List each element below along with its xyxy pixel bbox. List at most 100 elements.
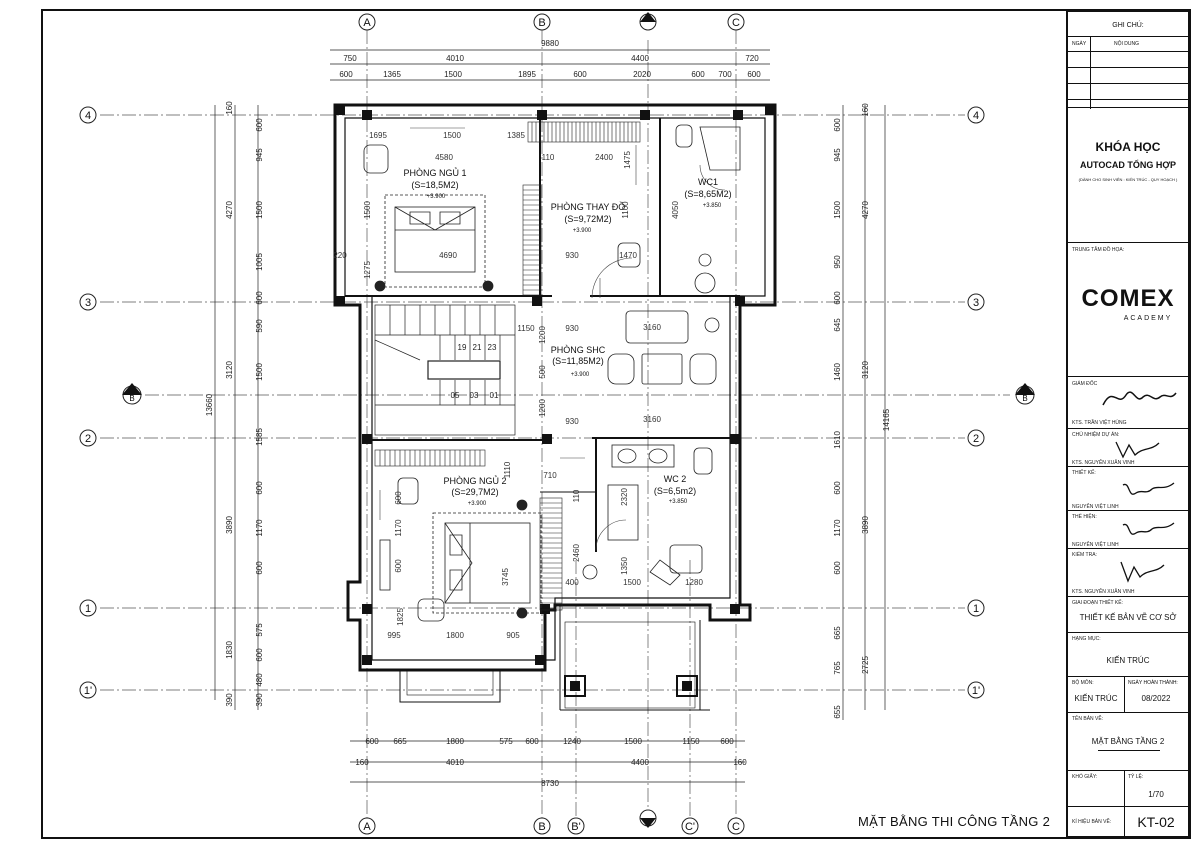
int-dim-23: 110 [572, 489, 581, 502]
int-dim-35: 600 [394, 491, 403, 505]
dim-top-d: 720 [745, 54, 759, 63]
dim-ri-4: 950 [833, 255, 842, 269]
dim-bot1-9: 600 [720, 737, 734, 746]
phase-label: GIAI ĐOẠN THIẾT KẾ: [1072, 600, 1123, 606]
int-dim-19: 930 [565, 417, 579, 426]
grid-label-4-left: 4 [85, 110, 91, 122]
check-name: KTS. NGUYỄN XUÂN VINH [1072, 589, 1135, 595]
dim-ri-1: 600 [833, 118, 842, 132]
dimension-texts: 9880 750 4010 4400 720 600 1365 1500 189… [339, 39, 761, 788]
room-name-dressing: PHÒNG THAY ĐỒ [551, 201, 626, 212]
int-dim-17: 500 [538, 365, 547, 379]
center-label: TRUNG TÂM ĐỒ HỌA: [1072, 247, 1125, 253]
item-section: HẠNG MỤC: KIẾN TRÚC [1068, 633, 1188, 677]
pm-signature [1115, 441, 1160, 459]
dim-top3-4: 1895 [518, 70, 536, 79]
dim-bot1-7: 1500 [624, 737, 642, 746]
phase-value: THIẾT KẾ BẢN VẼ CƠ SỞ [1079, 613, 1177, 622]
staircase [374, 304, 516, 436]
dim-ri-5: 600 [833, 291, 842, 305]
stair-num-21: 21 [473, 343, 482, 352]
pm-name: KTS. NGUYỄN XUÂN VINH [1072, 460, 1135, 466]
col-date: NGÀY [1072, 41, 1087, 47]
int-dim-22: 710 [543, 471, 557, 480]
section-label-left: B [129, 394, 134, 403]
grid-label-3-left: 3 [85, 297, 91, 309]
item-value: KIẾN TRÚC [1106, 656, 1150, 665]
phase-section: GIAI ĐOẠN THIẾT KẾ: THIẾT KẾ BẢN VẼ CƠ S… [1068, 597, 1188, 633]
check-label: KIỂM TRA: [1072, 552, 1097, 558]
dim-li-1: 600 [255, 118, 264, 132]
col-content: NỘI DUNG [1114, 41, 1139, 47]
grid-label-2-left: 2 [85, 433, 91, 445]
int-dim-21: 1110 [503, 461, 512, 478]
int-dim-9: 930 [565, 251, 579, 260]
code-section: KÍ HIỆU BẢN VẼ: KT-02 [1068, 807, 1188, 836]
center-section: TRUNG TÂM ĐỒ HỌA: COMEX ACADEMY [1068, 243, 1188, 377]
code-value: KT-02 [1137, 814, 1175, 830]
dim-bot2-1: 160 [355, 758, 369, 767]
int-dim-31: 995 [387, 631, 401, 640]
dim-li-14: 480 [255, 673, 264, 687]
dim-ri-7: 1460 [833, 363, 842, 381]
dim-li-4: 1005 [255, 253, 264, 271]
dim-li-11: 600 [255, 561, 264, 575]
dim-left-3: 3120 [225, 361, 234, 379]
int-dim-2: 1500 [443, 131, 461, 140]
room-level-family: +3.900 [571, 372, 590, 378]
int-dim-30: 1825 [396, 608, 405, 626]
dim-bot2-2: 4010 [446, 758, 464, 767]
grid-label-c-bottom: C [732, 821, 740, 833]
dim-ri-8: 1610 [833, 431, 842, 449]
int-dim-40: 220 [333, 251, 347, 260]
dim-right-5: 2725 [861, 656, 870, 674]
dim-top3-2: 1365 [383, 70, 401, 79]
dim-right-4: 3890 [861, 516, 870, 534]
paper-label: KHỔ GIẤY: [1072, 774, 1098, 780]
date-label: NGÀY HOÀN THÀNH: [1128, 680, 1178, 686]
int-dim-4: 4580 [435, 153, 453, 162]
int-dim-15: 3160 [643, 323, 661, 332]
int-dim-20: 3160 [643, 415, 661, 424]
dim-left-1: 160 [225, 101, 234, 115]
stair-num-05: 05 [451, 391, 460, 400]
dim-top-b: 4010 [446, 54, 464, 63]
design-signature [1122, 482, 1175, 495]
scale-value: 1/70 [1148, 790, 1164, 799]
int-dim-37: 600 [394, 559, 403, 573]
dim-right-1: 160 [861, 103, 870, 117]
interior-dimensions: 1695 1500 1385 4580 110 2400 1475 4690 9… [333, 131, 703, 640]
int-dim-39: 1275 [363, 261, 372, 279]
dim-top-a: 750 [343, 54, 357, 63]
room-area-family: (S=11,85M2) [552, 356, 604, 366]
dim-ri-12: 665 [833, 626, 842, 640]
dim-right-2: 4270 [861, 201, 870, 219]
int-dim-27: 400 [565, 578, 579, 587]
dim-li-9: 600 [255, 481, 264, 495]
dimension-texts-vertical: 13660 160 4270 3120 3890 1830 390 600 94… [205, 101, 891, 719]
dim-bot1-3: 1800 [446, 737, 464, 746]
dim-top3-8: 700 [718, 70, 732, 79]
dim-left-5: 1830 [225, 641, 234, 659]
dept-value: KIẾN TRÚC [1074, 694, 1118, 703]
room-labels: PHÒNG NGỦ 1 (S=18,5M2) +3.900 PHÒNG THAY… [403, 167, 731, 507]
dim-bot2-4: 160 [733, 758, 747, 767]
furniture [363, 144, 720, 622]
grid-label-cp-bottom: C' [685, 821, 695, 833]
grid-label-bp-bottom: B' [571, 821, 580, 833]
int-dim-12: 4050 [671, 201, 680, 219]
dim-bot1-6: 1240 [563, 737, 581, 746]
int-dim-34: 3745 [501, 568, 510, 586]
dim-ri-10: 1170 [833, 519, 842, 537]
int-dim-11: 1100 [621, 201, 630, 219]
title-block: GHI CHÚ: NGÀY NỘI DUNG KHÓA HỌC AUTOCAD … [1066, 10, 1190, 838]
director-label: GIÁM ĐỐC [1072, 381, 1098, 387]
room-level-wc1: +3.850 [703, 203, 722, 209]
sheet-name-section: TÊN BẢN VẼ: MẶT BẰNG TẦNG 2 [1068, 713, 1188, 771]
dim-li-5: 600 [255, 291, 264, 305]
int-dim-10: 1470 [619, 251, 637, 260]
director-signature [1102, 391, 1177, 406]
dimension-lines [214, 49, 886, 783]
room-name-bedroom-1: PHÒNG NGỦ 1 [403, 167, 466, 178]
